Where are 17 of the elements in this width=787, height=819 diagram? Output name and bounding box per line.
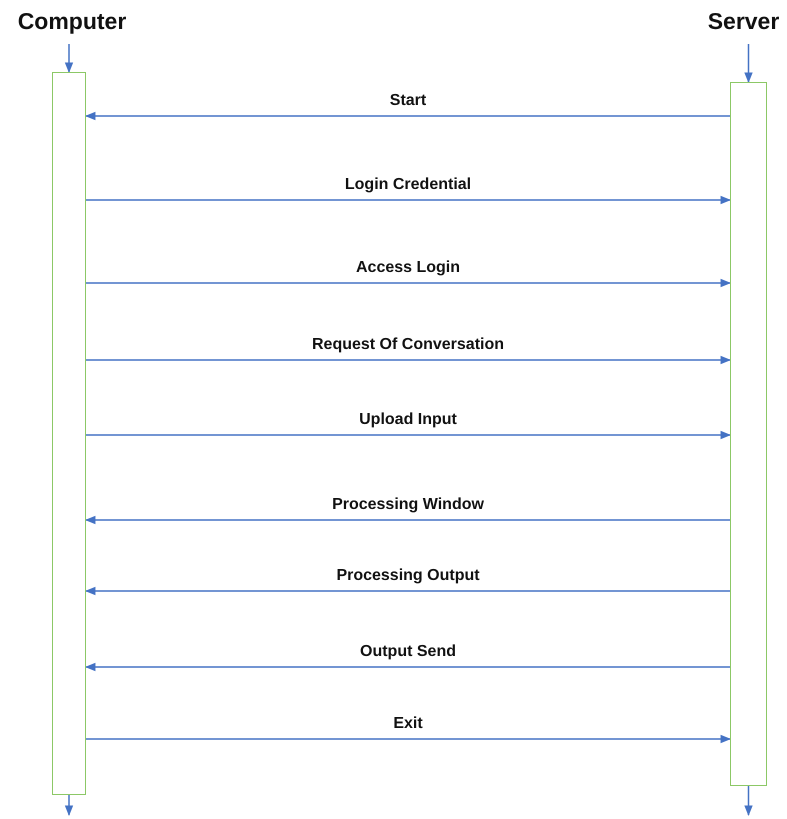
arrow	[86, 278, 732, 288]
activation-bar	[730, 82, 767, 786]
arrow	[744, 786, 753, 816]
arrow	[84, 586, 730, 596]
arrow	[86, 196, 732, 204]
arrow	[64, 795, 74, 816]
lifeline-title: Computer	[8, 8, 136, 40]
arrow	[84, 662, 730, 672]
arrow	[86, 430, 732, 440]
arrow	[64, 44, 74, 74]
arrow	[86, 356, 732, 364]
arrow	[86, 734, 732, 744]
arrow	[744, 44, 753, 84]
lifeline-title: Server	[700, 8, 787, 40]
activation-bar	[52, 72, 86, 795]
arrow	[84, 112, 730, 120]
arrow	[84, 516, 730, 524]
